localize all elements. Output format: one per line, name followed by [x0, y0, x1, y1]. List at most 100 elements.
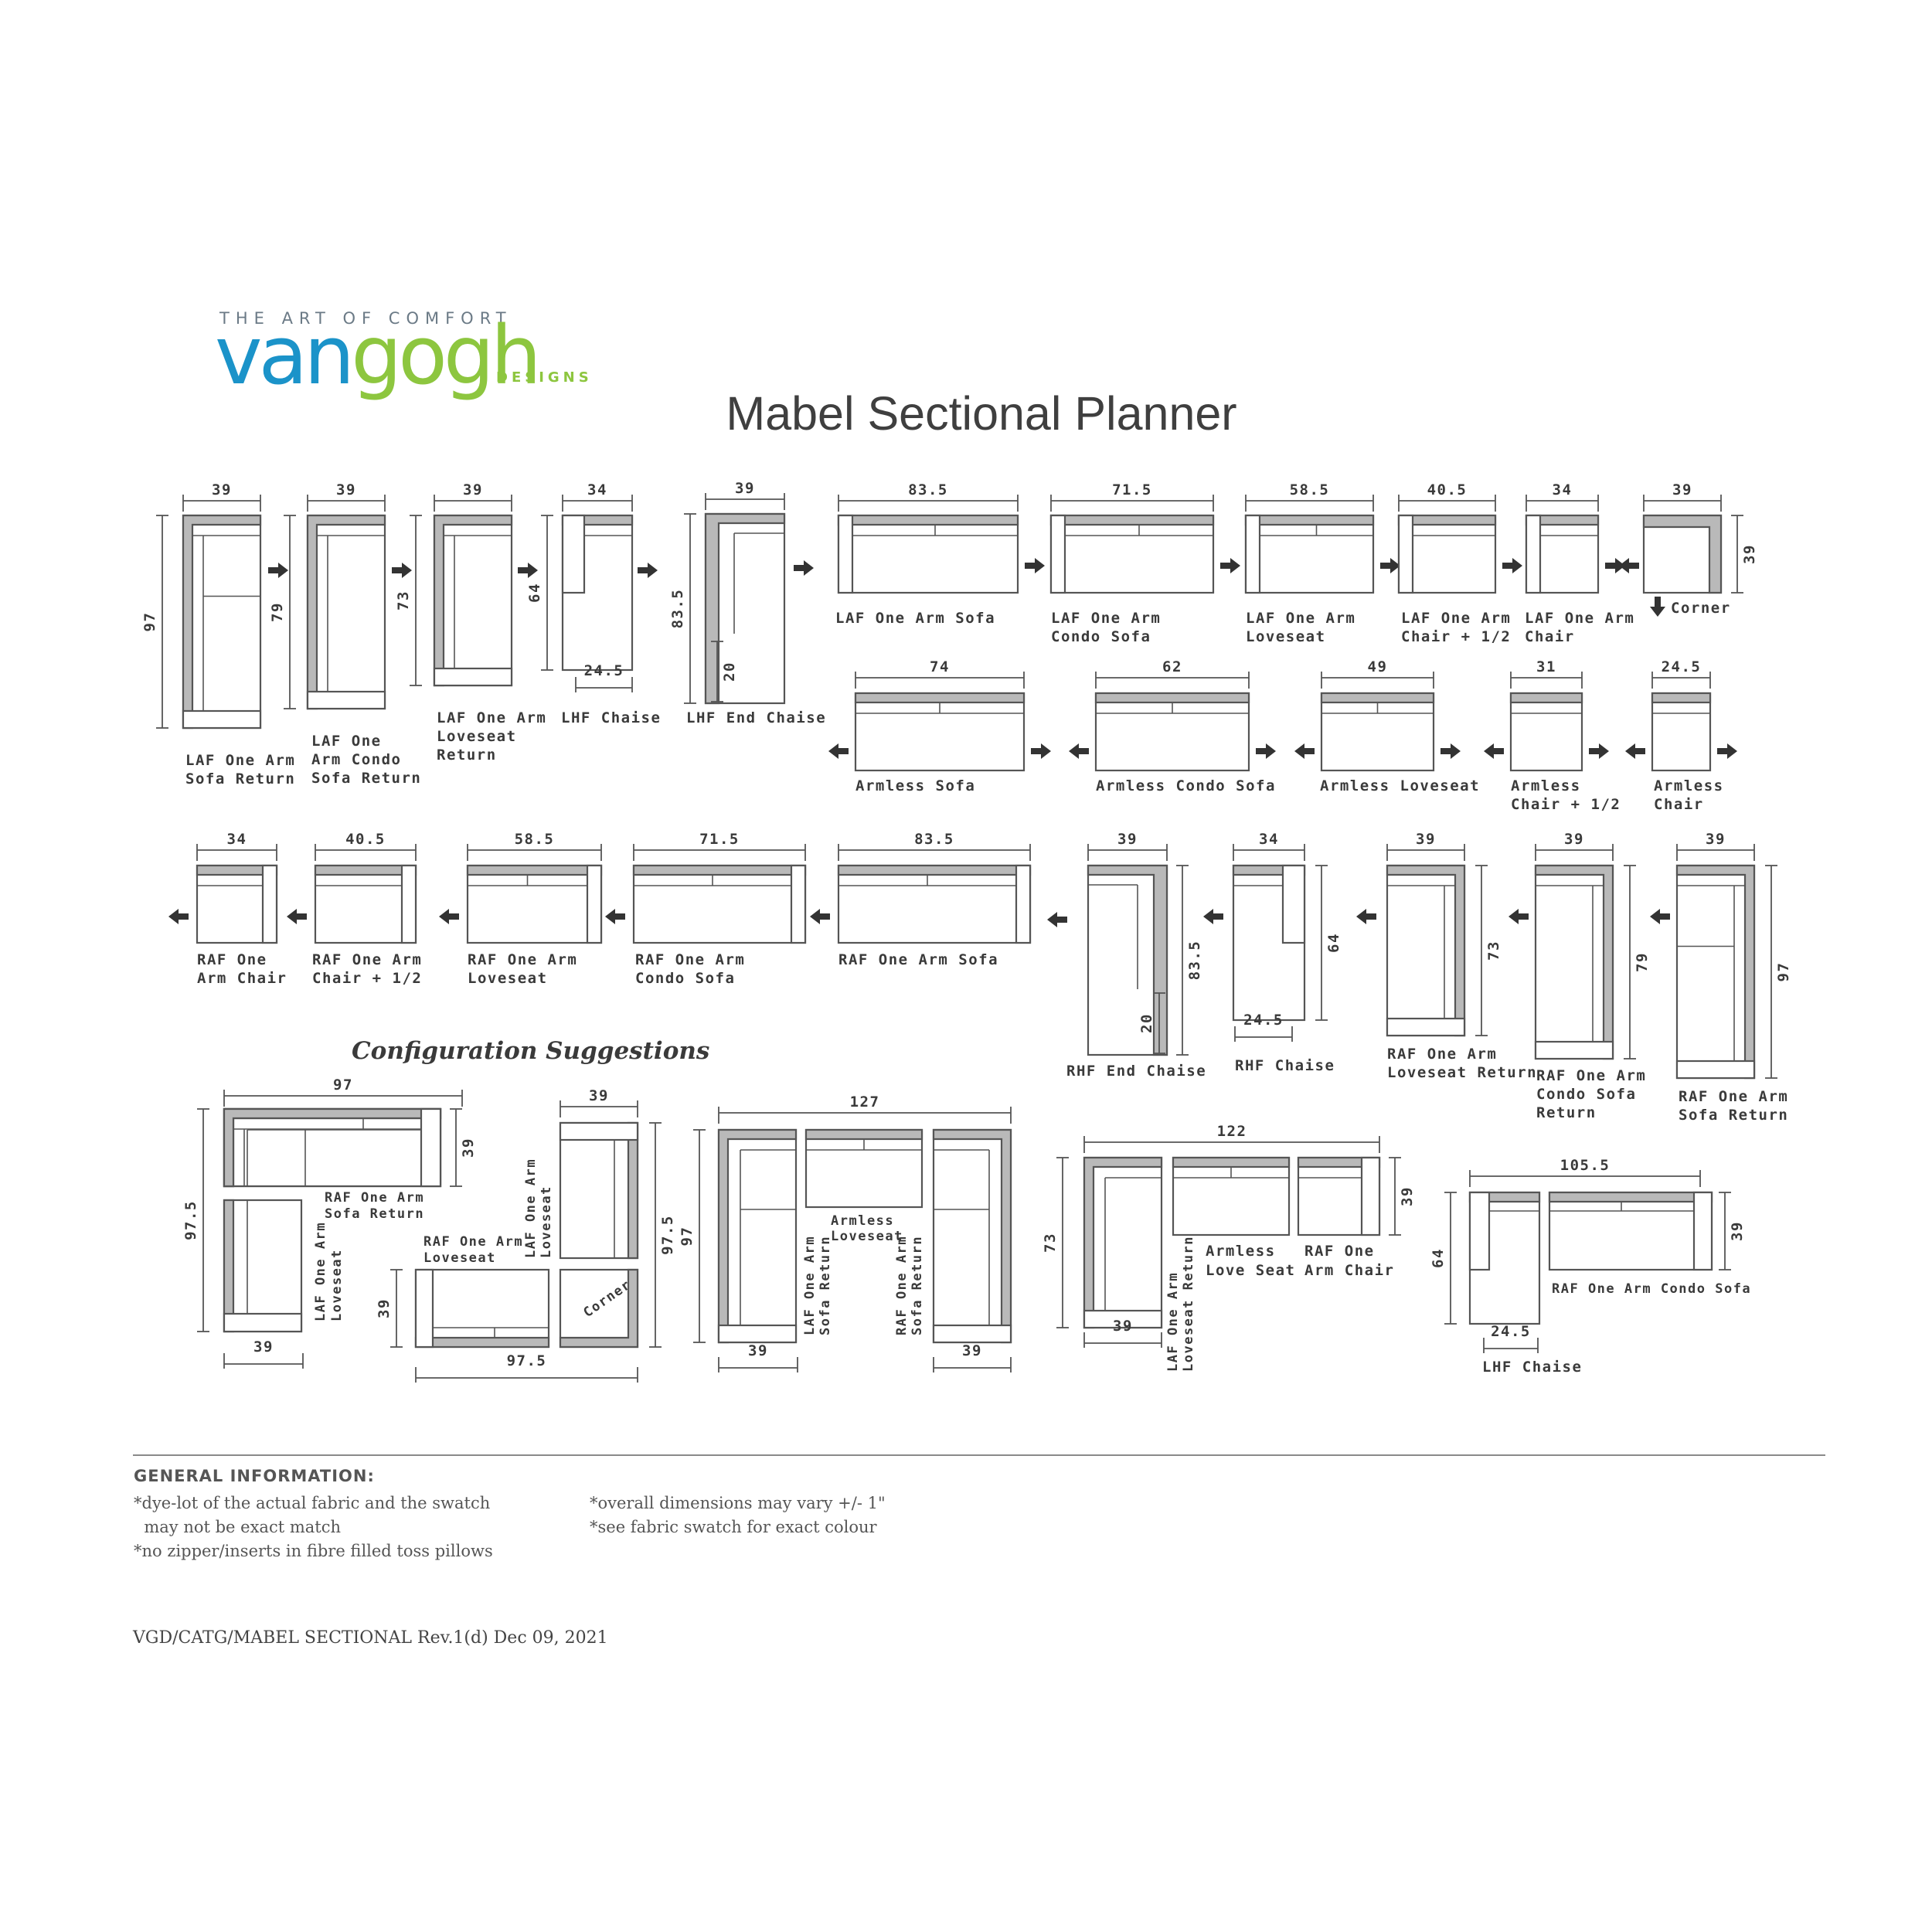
- dimension-value: 127: [850, 1094, 880, 1111]
- direction-arrow: [1256, 743, 1276, 759]
- frame-outline: [1509, 692, 1583, 772]
- brand-wordmark: vangogh: [215, 294, 542, 417]
- piece-label: Return: [1536, 1104, 1597, 1121]
- dimension-value: 64: [526, 583, 543, 603]
- frame-outline: [182, 514, 262, 730]
- piece-label: Sofa Return: [311, 770, 421, 787]
- general-info-heading: GENERAL INFORMATION:: [134, 1467, 375, 1485]
- direction-arrow: [1484, 743, 1504, 759]
- frame-outline: [837, 514, 1019, 594]
- backrest: [1094, 692, 1250, 704]
- piece-label: LAF One Arm Sofa: [835, 610, 995, 627]
- dimension-value: 97: [141, 612, 158, 632]
- wordmark-second: gogh: [351, 308, 542, 403]
- piece-label: Chair: [1525, 628, 1575, 645]
- piece-label: RAF One Arm: [635, 951, 745, 968]
- direction-arrow: [1717, 743, 1737, 759]
- dimension-value: 39: [336, 481, 356, 498]
- direction-arrow: [518, 563, 538, 578]
- dimension-value: 24.5: [1662, 658, 1702, 675]
- dimension-value: 40.5: [1427, 481, 1468, 498]
- armrest: [414, 1268, 434, 1349]
- piece-label: Condo Sofa: [1536, 1086, 1636, 1103]
- dimension-value: 39: [1117, 831, 1138, 848]
- armrest: [586, 864, 603, 944]
- backrest: [1509, 692, 1583, 704]
- direction-arrow: [1025, 558, 1045, 573]
- piece-label: Loveseat: [329, 1249, 345, 1321]
- piece-label: Armless: [1206, 1243, 1276, 1260]
- dimension-value: 83.5: [914, 831, 954, 848]
- piece-label: Corner: [1671, 600, 1731, 617]
- piece-label: LAF One: [311, 733, 382, 750]
- frame-outline: [837, 864, 1032, 944]
- piece-label: Sofa Return: [1679, 1107, 1788, 1124]
- dimension-value: 71.5: [699, 831, 740, 848]
- piece-label: Armless: [831, 1213, 894, 1229]
- piece-label: LAF One Arm: [1165, 1272, 1181, 1372]
- frame-outline: [1386, 864, 1466, 1037]
- backrest: [804, 1128, 923, 1141]
- frame-outline: [1083, 1156, 1163, 1329]
- armrest: [717, 1324, 798, 1344]
- backrest: [1548, 1191, 1713, 1203]
- dimension-value: 34: [1259, 831, 1279, 848]
- piece-label: RAF One Arm: [468, 951, 577, 968]
- frame-outline: [1049, 514, 1215, 594]
- armrest: [1525, 514, 1542, 594]
- dimension-value: 39: [962, 1342, 982, 1359]
- piece-label: Loveseat: [539, 1185, 554, 1258]
- direction-arrow: [828, 743, 849, 759]
- direction-arrow: [268, 563, 288, 578]
- dimension-value: 20: [721, 662, 738, 682]
- armrest: [306, 690, 386, 710]
- dimension-value: 83.5: [669, 589, 686, 629]
- armrest: [420, 1107, 442, 1188]
- direction-arrow: [1031, 743, 1051, 759]
- direction-arrow: [1356, 909, 1376, 924]
- armrest: [1675, 1060, 1756, 1080]
- armrest: [561, 514, 586, 594]
- armrest: [1083, 1309, 1163, 1329]
- backrest: [1642, 514, 1723, 594]
- armrest: [1244, 514, 1261, 594]
- piece-label: LHF Chaise: [561, 709, 661, 726]
- armrest: [223, 1312, 303, 1333]
- piece-label: Arm Chair: [197, 970, 287, 987]
- backrest: [314, 864, 417, 876]
- dimension-value: 105.5: [1560, 1157, 1611, 1174]
- dimension-value: 49: [1368, 658, 1388, 675]
- direction-arrow: [168, 909, 189, 924]
- piece-label: Return: [437, 747, 497, 764]
- frame-outline: [559, 1121, 639, 1260]
- direction-arrow: [638, 563, 658, 578]
- piece-label: Condo Sofa: [635, 970, 735, 987]
- piece-label: Loveseat: [437, 728, 517, 745]
- piece-label: LAF One Arm: [1401, 610, 1511, 627]
- dimension-value: 64: [1325, 933, 1342, 953]
- piece-label: Condo Sofa: [1051, 628, 1151, 645]
- piece-label: Sofa Return: [325, 1206, 424, 1222]
- dimension-value: 73: [395, 590, 412, 611]
- armrest: [1534, 1040, 1614, 1060]
- piece-label: Sofa Return: [910, 1236, 925, 1335]
- frame-outline: [414, 1268, 550, 1349]
- dimension-value: 79: [1634, 952, 1651, 972]
- piece-label: LHF End Chaise: [686, 709, 826, 726]
- piece-label: LAF One Arm: [313, 1222, 328, 1321]
- piece-label: Armless Condo Sofa: [1096, 777, 1276, 794]
- dimension-value: 73: [1042, 1233, 1059, 1253]
- frame-outline: [1244, 514, 1375, 594]
- frame-outline: [433, 514, 513, 687]
- dimension-value: 58.5: [1290, 481, 1330, 498]
- dimension-value: 58.5: [515, 831, 555, 848]
- info-line: *see fabric swatch for exact colour: [590, 1518, 877, 1536]
- piece-label: Loveseat Return: [1387, 1064, 1537, 1081]
- backrest: [414, 1336, 550, 1349]
